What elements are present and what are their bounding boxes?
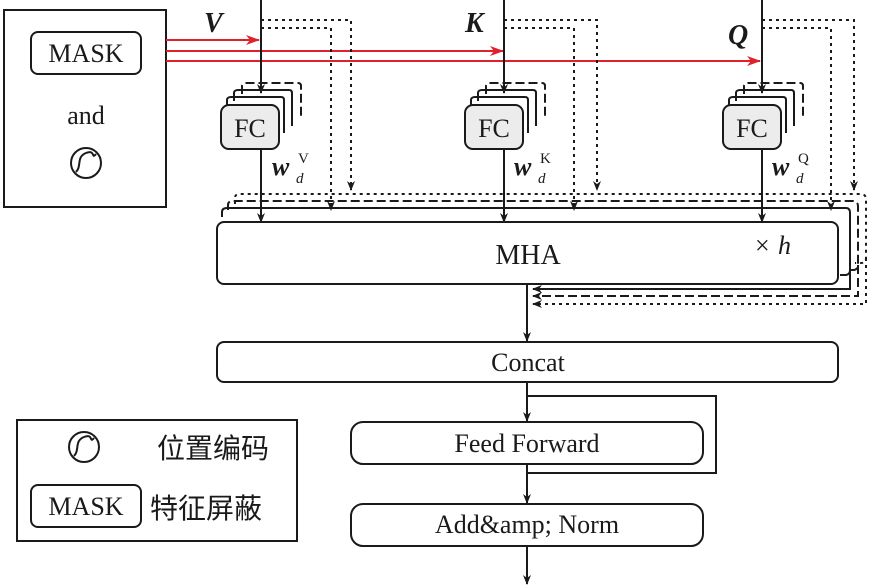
legend-positional-encoding-icon [68,431,100,463]
concat-label: Concat [491,348,565,377]
input-q-label: Q [728,20,748,51]
fc-k-label: FC [478,114,510,143]
fc-block-q [722,104,782,150]
mask-tag [30,31,142,75]
fc-v-label: FC [234,114,266,143]
mask-tag-label: MASK [48,39,123,68]
input-v-label: V [204,8,225,39]
mha-stack: MHA × h [216,193,867,285]
and-label: and [67,101,105,130]
input-k-label: K [464,8,486,39]
branch-q: FC w Q d [722,0,858,223]
mha-heads: × h [755,231,791,260]
branch-k: FC w K d [464,0,601,223]
mask-arrows [166,35,761,66]
legend-mask-label: MASK [48,492,123,521]
mha-label: MHA [495,240,561,271]
ff-connections [523,382,717,504]
positional-encoding-icon [70,147,102,179]
weight-q: w Q d [772,150,813,187]
feed-forward-block [350,421,704,465]
add-norm-label: Add&amp; Norm [435,510,619,539]
weight-k: w K d [514,150,555,187]
fc-block-v [220,104,280,150]
legend-positional-encoding-label: 位置编码 [157,432,269,465]
weight-v: w V d [272,150,313,187]
branch-v: FC w V d [220,0,355,223]
feed-forward-label: Feed Forward [454,429,599,458]
head-merge-lines [532,258,867,308]
fc-block-k [464,104,524,150]
legend-mask-tag [30,484,142,528]
fc-q-label: FC [736,114,768,143]
legend-mask-desc: 特征屏蔽 [150,492,262,525]
